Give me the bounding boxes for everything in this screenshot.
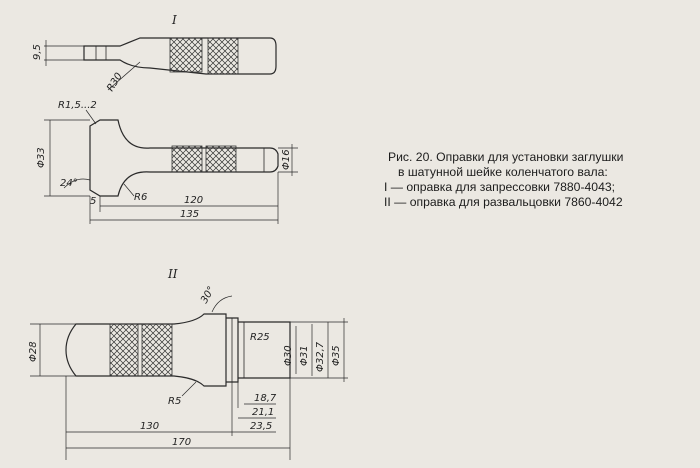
- knurl-region: [207, 37, 239, 75]
- caption-line: в шатунной шейке коленчатого вала:: [398, 165, 608, 179]
- knurl-region: [205, 145, 237, 173]
- knurl-region: [109, 323, 139, 377]
- dim-120: 120: [184, 195, 203, 206]
- dim-21-1: 21,1: [252, 407, 274, 418]
- dim-170: 170: [172, 437, 191, 448]
- figure-ii-label: II: [167, 267, 178, 281]
- mandrel-ii-outline: [65, 313, 227, 387]
- dim-d33: Φ33: [36, 147, 47, 168]
- caption-line: II — оправка для развальцовки 7860-4042: [384, 195, 623, 209]
- dim-130: 130: [140, 421, 159, 432]
- mandrel-i-side-outline: [89, 119, 279, 197]
- dim-135: 135: [180, 209, 199, 220]
- mandrel-i-outline: [83, 37, 277, 75]
- dim-d16: Φ16: [281, 149, 292, 170]
- angle-arc: [63, 178, 91, 189]
- dim-r6: R6: [134, 192, 147, 203]
- dim-5: 5: [90, 196, 96, 207]
- tip: [238, 321, 291, 379]
- leader-line: [107, 61, 141, 91]
- caption-line: I — оправка для запрессовки 7880-4043;: [384, 180, 616, 194]
- caption-line: Рис. 20. Оправки для установки заглушки: [388, 150, 624, 164]
- leader-line: [123, 183, 135, 197]
- leader-line: [85, 109, 97, 125]
- dim-d31: Φ31: [299, 345, 310, 366]
- figure-i-top: I 9,5 R30: [32, 13, 277, 94]
- figure-ii: II 30° Φ28 R25 Φ30 Φ31 Φ32,7 Φ35 R5: [28, 267, 348, 460]
- dim-angle-24: 24°: [60, 178, 78, 189]
- figure-caption: Рис. 20. Оправки для установки заглушки …: [384, 150, 684, 210]
- dim-r5: R5: [168, 396, 181, 407]
- figure-i-label: I: [171, 13, 177, 27]
- dim-d28: Φ28: [28, 341, 39, 362]
- angle-arc: [211, 295, 233, 313]
- figure-i-side: R1,5...2 Φ33 24° R6 Φ16 5 120 135: [36, 100, 298, 224]
- dim-r1-5: R1,5...2: [58, 100, 97, 111]
- dim-9-5: 9,5: [32, 44, 43, 60]
- dim-d35: Φ35: [331, 345, 342, 366]
- dim-r25: R25: [250, 332, 270, 343]
- leader-line: [181, 381, 197, 397]
- dim-d32-7: Φ32,7: [315, 341, 326, 372]
- dim-d30: Φ30: [283, 345, 294, 366]
- dim-23-5: 23,5: [250, 421, 272, 432]
- dim-18-7: 18,7: [254, 393, 277, 404]
- knurl-region: [141, 323, 173, 377]
- dim-r30: R30: [105, 71, 125, 94]
- knurl-region: [171, 145, 203, 173]
- knurl-region: [169, 37, 203, 73]
- dim-angle-30: 30°: [199, 285, 217, 306]
